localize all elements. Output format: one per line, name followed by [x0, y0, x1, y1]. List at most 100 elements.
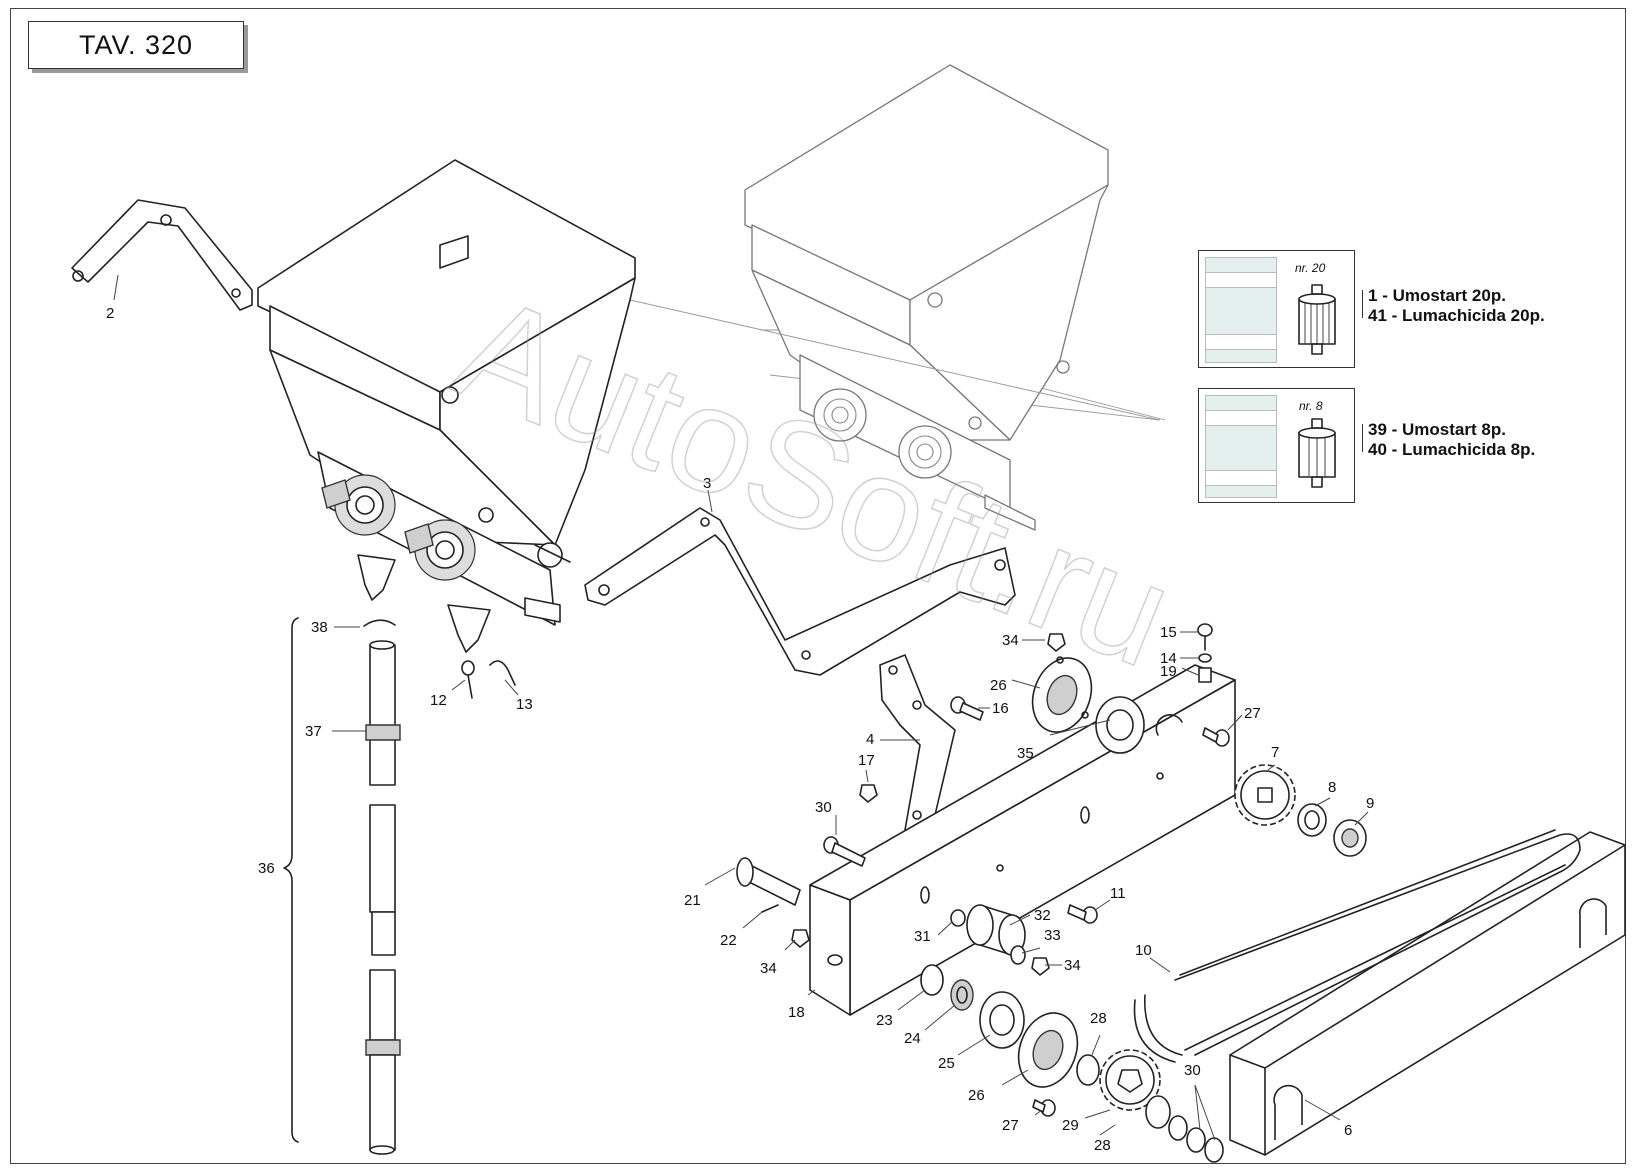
callout-27-lower: 27: [1002, 1117, 1019, 1134]
callout-6: 6: [1344, 1122, 1352, 1139]
ghost-gear-a: [813, 388, 867, 442]
callout-26-lower: 26: [968, 1087, 985, 1104]
legend-item-1-num: 1: [1368, 286, 1378, 305]
part-34-nut-upper: [1047, 633, 1066, 652]
callout-22: 22: [720, 932, 737, 949]
callout-36: 36: [258, 860, 275, 877]
callout-28-lower: 28: [1094, 1137, 1111, 1154]
callout-23: 23: [876, 1012, 893, 1029]
part-23-ring: [920, 964, 944, 996]
part-9-hub: [1333, 819, 1367, 857]
legend-item-1-text: Umostart 20p.: [1392, 286, 1506, 305]
callout-31: 31: [914, 928, 931, 945]
part-28-ring-upper: [1076, 1054, 1100, 1086]
part-36-shaft: [365, 640, 401, 1155]
callout-33: 33: [1044, 927, 1061, 944]
callout-25: 25: [938, 1055, 955, 1072]
callout-14: 14: [1160, 650, 1177, 667]
legend-item-40-text: Lumachicida 8p.: [1402, 440, 1536, 459]
callout-labels: 2 3 4 6 7 8 9 10 11 12 13 14 15 16 17 18…: [106, 305, 1374, 1154]
part-6-cover: [1229, 831, 1626, 1156]
callout-10: 10: [1135, 942, 1152, 959]
part-26-flange-lower: [1017, 1012, 1079, 1088]
shaft-coupler: [534, 542, 571, 568]
legend-item-1-sep: -: [1377, 286, 1393, 305]
part-15-bolt: [1197, 623, 1213, 651]
callout-15: 15: [1160, 624, 1177, 641]
part-30-rings: [1168, 1115, 1224, 1163]
callout-16: 16: [992, 700, 1009, 717]
part-22-clip: [761, 904, 779, 913]
inset-20-thumbnail: [1205, 257, 1277, 363]
callout-17: 17: [858, 752, 875, 769]
part-34-nut-right: [1031, 957, 1050, 976]
callout-9: 9: [1366, 795, 1374, 812]
callout-12: 12: [430, 692, 447, 709]
part-12-pin: [461, 660, 475, 699]
part-38-clip: [363, 619, 396, 627]
part-21-pin: [736, 857, 801, 906]
main-gear-a: [321, 474, 396, 536]
leader-lines: [113, 274, 1369, 1141]
rotor-8-icon: [1298, 418, 1336, 488]
part-16-bolt: [950, 696, 984, 721]
part-27-bolt-lower: [1032, 1099, 1056, 1117]
legend-item-41-num: 41: [1368, 306, 1387, 325]
part-13-clip: [489, 660, 516, 686]
title-box: TAV. 320: [28, 21, 244, 69]
callout-28-upper: 28: [1090, 1010, 1107, 1027]
inset-box-8: nr. 8: [1198, 388, 1355, 503]
legend-item-40-sep: -: [1386, 440, 1403, 459]
callout-35: 35: [1017, 745, 1034, 762]
part-25-bearing: [979, 991, 1025, 1049]
ghost-gear-b: [898, 425, 952, 479]
callout-37: 37: [305, 723, 322, 740]
part-31-washer: [950, 909, 966, 927]
legend-item-39-text: Umostart 8p.: [1402, 420, 1506, 439]
part-17-nut: [859, 784, 878, 803]
inset-20-legend: 1 - Umostart 20p. 41 - Lumachicida 20p.: [1368, 286, 1545, 326]
inset-20-label: nr. 20: [1295, 261, 1326, 275]
ghost-hopper: [744, 64, 1166, 531]
callout-34-right: 34: [1064, 957, 1081, 974]
callout-30-upper: 30: [815, 799, 832, 816]
callout-26-upper: 26: [990, 677, 1007, 694]
part-35-bearing: [1095, 696, 1145, 754]
part-36-bracket: [283, 617, 299, 1143]
part-26-flange-upper: [1031, 656, 1093, 733]
inset-8-bracket: [1362, 424, 1363, 452]
part-27-bolt-upper: [1202, 727, 1230, 747]
inset-8-thumbnail: [1205, 395, 1277, 498]
part-29-sprocket: [1099, 1049, 1161, 1111]
main-gear-b: [404, 519, 476, 581]
main-hopper: [257, 159, 1161, 653]
callout-7: 7: [1271, 744, 1279, 761]
inset-8-label: nr. 8: [1299, 399, 1323, 413]
callout-24: 24: [904, 1030, 921, 1047]
part-19-spacer: [1198, 667, 1212, 683]
callout-18: 18: [788, 1004, 805, 1021]
callout-38: 38: [311, 619, 328, 636]
inset-20-bracket: [1362, 290, 1363, 318]
callout-21: 21: [684, 892, 701, 909]
callout-27-upper: 27: [1244, 705, 1261, 722]
part-3-arm: [584, 507, 1016, 676]
part-24-bushing: [950, 979, 974, 1011]
callout-13: 13: [516, 696, 533, 713]
callout-29: 29: [1062, 1117, 1079, 1134]
callout-34-left: 34: [760, 960, 777, 977]
callout-34-upper: 34: [1002, 632, 1019, 649]
legend-item-39-num: 39: [1368, 420, 1387, 439]
inset-8-legend: 39 - Umostart 8p. 40 - Lumachicida 8p.: [1368, 420, 1535, 460]
drawing-frame: [10, 8, 1626, 1164]
part-14-washer: [1198, 653, 1212, 663]
legend-item-40-num: 40: [1368, 440, 1387, 459]
callout-32: 32: [1034, 907, 1051, 924]
callout-30-lower: 30: [1184, 1062, 1201, 1079]
part-28-ring-lower: [1145, 1095, 1171, 1129]
callout-19: 19: [1160, 663, 1177, 680]
legend-item-39-sep: -: [1386, 420, 1403, 439]
inset-box-20: nr. 20: [1198, 250, 1355, 368]
part-7-sprocket: [1234, 764, 1296, 826]
